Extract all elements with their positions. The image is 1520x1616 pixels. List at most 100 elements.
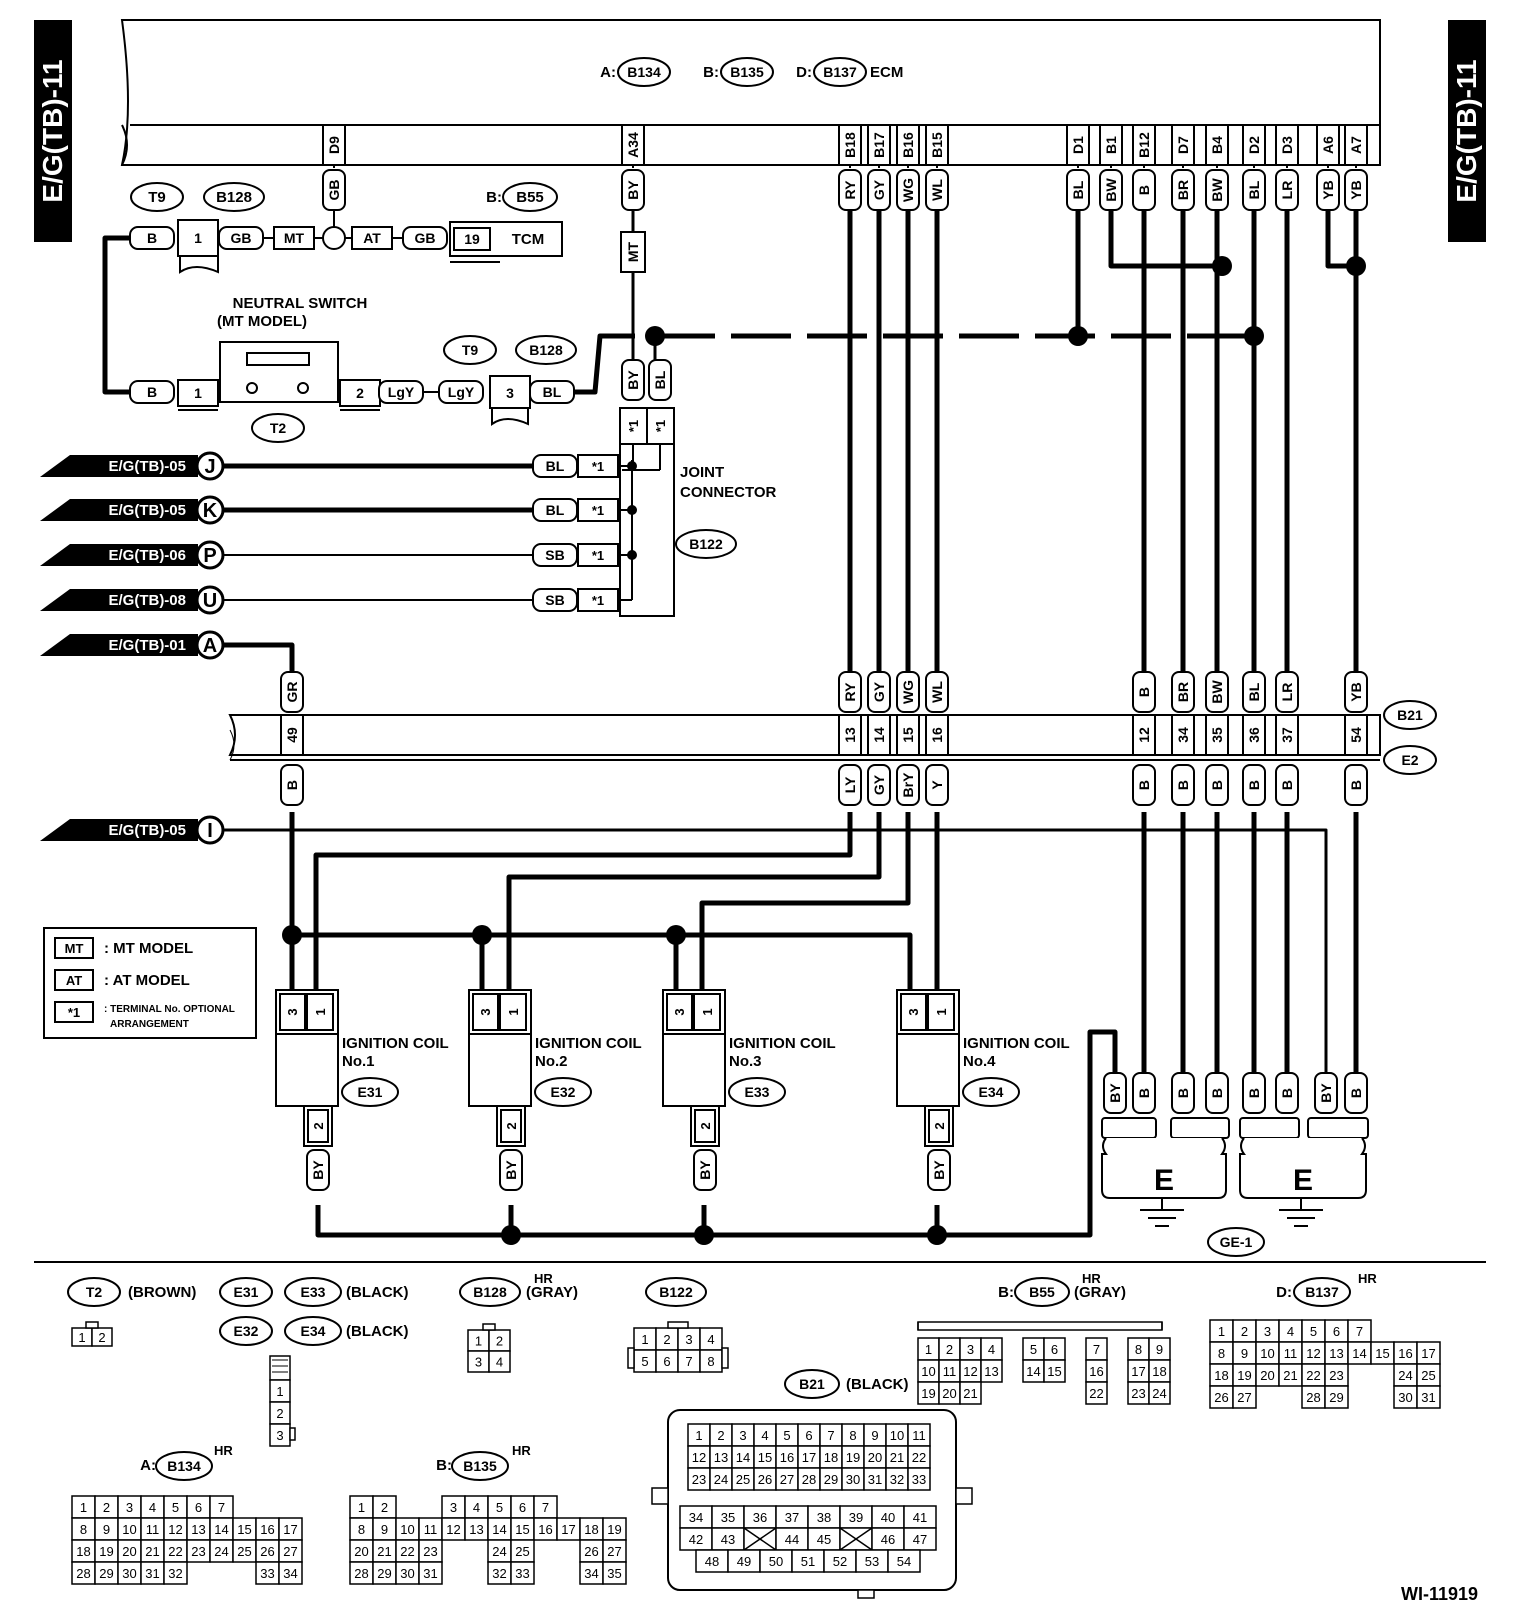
svg-text:41: 41 <box>913 1510 927 1525</box>
svg-text:B21: B21 <box>799 1376 825 1392</box>
svg-text:9: 9 <box>1241 1346 1248 1361</box>
svg-text:1: 1 <box>80 1500 87 1515</box>
svg-text:47: 47 <box>913 1532 927 1547</box>
svg-text:7: 7 <box>1093 1342 1100 1357</box>
svg-text:E/G(TB)-01: E/G(TB)-01 <box>108 637 186 654</box>
svg-text:1: 1 <box>1218 1324 1225 1339</box>
pinout-e3234-color: (BLACK) <box>346 1323 408 1340</box>
svg-text:LR: LR <box>1279 683 1295 702</box>
svg-text:29: 29 <box>377 1566 391 1581</box>
svg-text:52: 52 <box>833 1554 847 1569</box>
svg-text:4: 4 <box>761 1428 768 1443</box>
svg-text:23: 23 <box>1329 1368 1343 1383</box>
pinout-e31: E31 <box>219 1277 273 1307</box>
svg-text:18: 18 <box>824 1450 838 1465</box>
pinout-b135-prefix: B: <box>436 1457 452 1474</box>
svg-text:B: B <box>1136 780 1152 790</box>
svg-text:RY: RY <box>842 180 858 200</box>
neutral-switch-sub: (MT MODEL) <box>217 313 307 330</box>
ground-wire-3: B <box>1205 1072 1229 1114</box>
svg-text:B:: B: <box>703 64 719 81</box>
svg-text:9: 9 <box>871 1428 878 1443</box>
ns-wire-b: B <box>129 380 175 404</box>
svg-text:6: 6 <box>1051 1342 1058 1357</box>
svg-text:B: B <box>1246 1088 1262 1098</box>
e2-wire-8: B <box>1242 764 1266 806</box>
svg-text:18: 18 <box>76 1544 90 1559</box>
coil-conn-1: E31 <box>341 1077 399 1107</box>
ns-pin-2: 2 <box>356 385 364 401</box>
svg-text:45: 45 <box>817 1532 831 1547</box>
svg-text:7: 7 <box>542 1500 549 1515</box>
svg-text:2: 2 <box>717 1428 724 1443</box>
svg-text:11: 11 <box>943 1364 957 1379</box>
ground-e-1: E <box>1154 1164 1174 1197</box>
svg-text:10: 10 <box>400 1522 414 1537</box>
svg-text:1: 1 <box>641 1332 648 1347</box>
svg-text:E33: E33 <box>745 1084 770 1100</box>
svg-text:AT: AT <box>363 230 381 246</box>
svg-text:2: 2 <box>496 1334 503 1349</box>
neutral-switch: NEUTRAL SWITCH (MT MODEL) T2 T9 B128 <box>217 295 577 443</box>
b21-pin-14: 14 <box>871 727 887 743</box>
svg-text:29: 29 <box>99 1566 113 1581</box>
svg-text:2: 2 <box>103 1500 110 1515</box>
svg-text:33: 33 <box>912 1472 926 1487</box>
tcm-mt-box: MT <box>273 226 315 250</box>
svg-text:SB: SB <box>545 592 564 608</box>
svg-text:BY: BY <box>310 1160 326 1180</box>
ecm-wire-6: BL <box>1066 169 1090 211</box>
svg-text:21: 21 <box>145 1544 159 1559</box>
svg-text:2: 2 <box>1241 1324 1248 1339</box>
svg-text:34: 34 <box>584 1566 598 1581</box>
svg-text:3: 3 <box>126 1500 133 1515</box>
tcm-pin-19: 19 <box>464 231 480 247</box>
ground-wire-1: B <box>1132 1072 1156 1114</box>
ns-pin-1: 1 <box>194 385 202 401</box>
svg-text:WG: WG <box>900 178 916 202</box>
ecm-pin-B1: B1 <box>1103 136 1119 154</box>
svg-text:14: 14 <box>492 1522 506 1537</box>
ground-wire-6: BY <box>1314 1072 1338 1114</box>
ground-wire-7: B <box>1344 1072 1368 1114</box>
svg-text:12: 12 <box>168 1522 182 1537</box>
svg-text:24: 24 <box>1398 1368 1412 1383</box>
svg-text:24: 24 <box>492 1544 506 1559</box>
pinout-e34: E34 <box>284 1316 342 1346</box>
ref-wire-U: SB <box>532 588 578 612</box>
svg-text:9: 9 <box>103 1522 110 1537</box>
svg-text:B137: B137 <box>1305 1284 1339 1300</box>
pinout-b135: B135 <box>451 1451 509 1481</box>
e2-wire-9: B <box>1275 764 1299 806</box>
coil-no-2: No.2 <box>535 1053 568 1070</box>
svg-text:GB: GB <box>326 180 342 201</box>
ecm-wire-2: RY <box>838 169 862 211</box>
svg-text:17: 17 <box>802 1450 816 1465</box>
svg-text:A: A <box>203 635 217 657</box>
ecm-wire-8: B <box>1132 169 1156 211</box>
svg-text:U: U <box>203 590 217 612</box>
svg-text:LY: LY <box>842 776 858 793</box>
svg-text:19: 19 <box>99 1544 113 1559</box>
svg-text:7: 7 <box>218 1500 225 1515</box>
svg-text:12: 12 <box>446 1522 460 1537</box>
pinout-e3133-color: (BLACK) <box>346 1284 408 1301</box>
svg-text:28: 28 <box>354 1566 368 1581</box>
pinout-t2: T2 <box>67 1277 121 1307</box>
svg-text:6: 6 <box>1333 1324 1340 1339</box>
svg-text:MT: MT <box>65 941 84 956</box>
ecm-conn-b: B135 <box>730 64 764 80</box>
b21-pin-54: 54 <box>1348 727 1364 743</box>
svg-text:22: 22 <box>168 1544 182 1559</box>
ref-A[interactable]: E/G(TB)-01 A <box>40 630 225 660</box>
svg-text:8: 8 <box>1135 1342 1142 1357</box>
